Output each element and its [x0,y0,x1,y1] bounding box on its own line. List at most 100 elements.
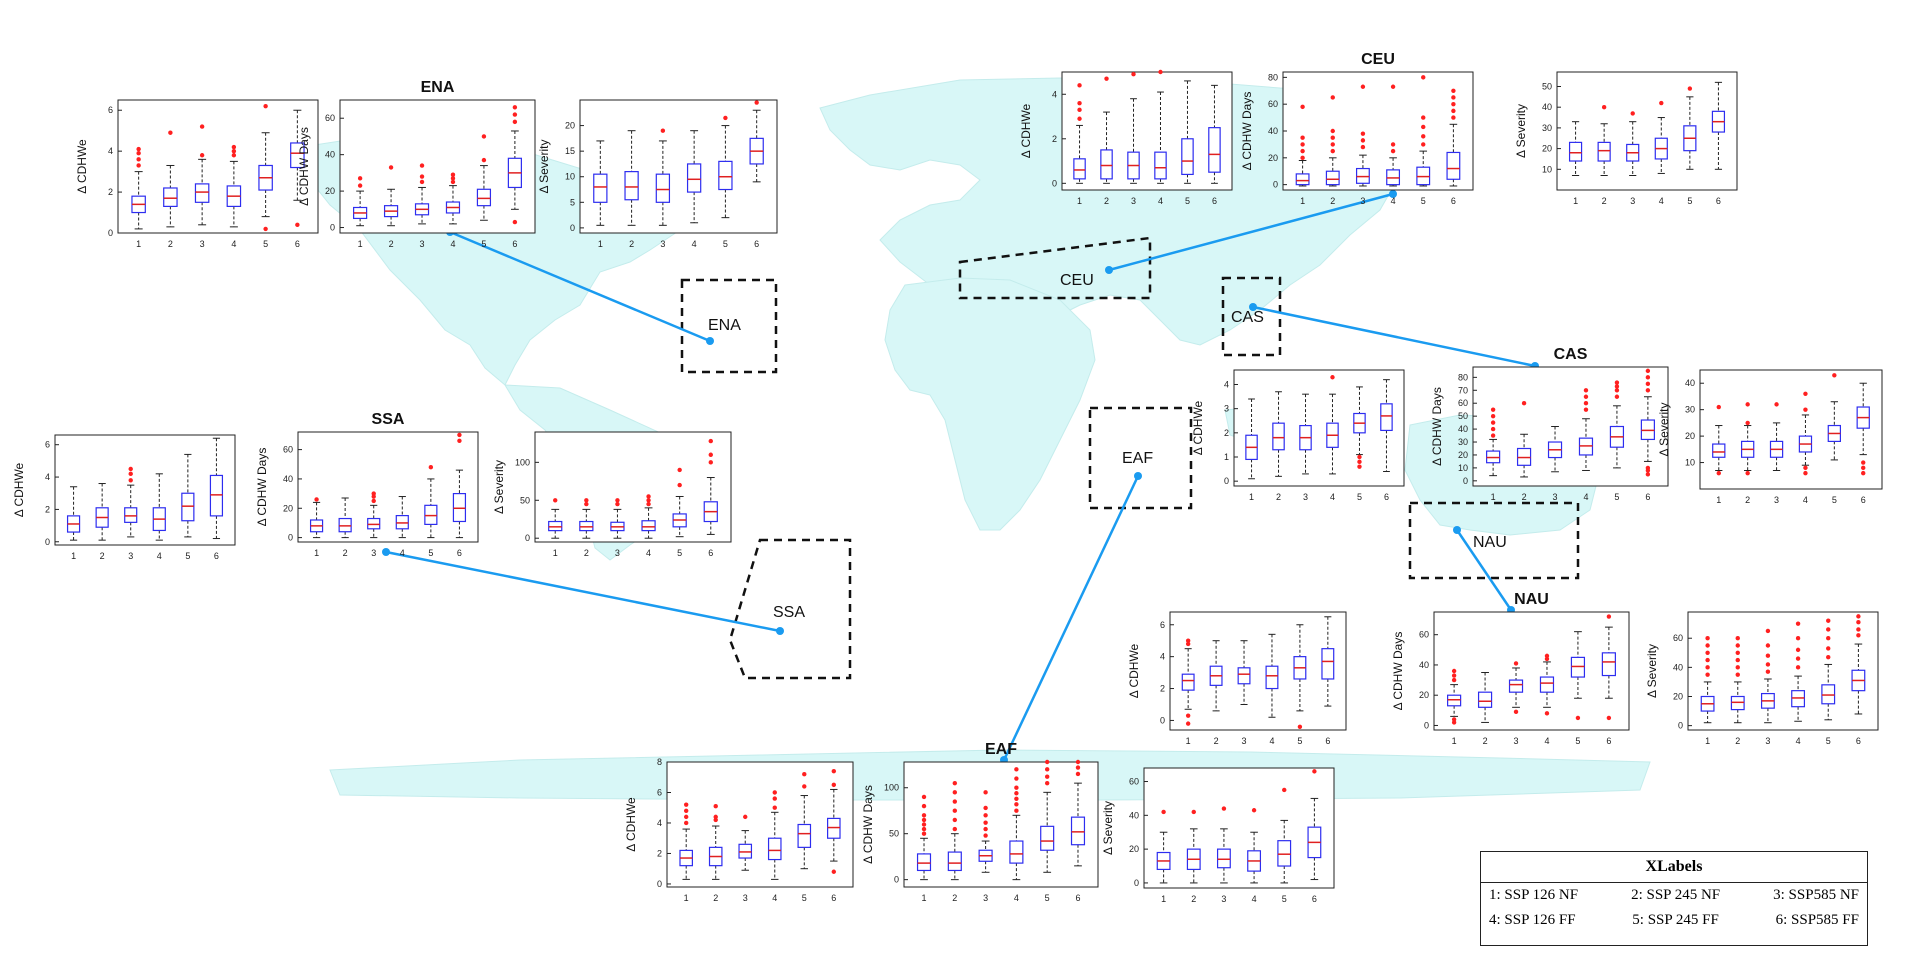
y-tick-label: 0 [1678,721,1683,731]
x-tick-label: 5 [1832,495,1837,505]
outlier-point [1300,142,1305,147]
iqr-box [797,823,812,848]
x-tick-label: 5 [185,551,190,561]
x-tick-label: 1 [1161,894,1166,904]
y-tick-label: 0 [570,223,575,233]
outlier-point [683,808,689,813]
x-tick-label: 3 [1303,492,1308,502]
connector-line [449,230,711,343]
box-3 [1769,402,1784,471]
x-tick-label: 1 [1249,492,1254,502]
y-axis-label: Δ CDHWe [1127,643,1141,698]
outlier-point [1521,401,1527,406]
plot-frame [297,431,479,543]
box-2 [1516,401,1532,478]
outlier-point [952,826,958,832]
x-tick-label: 6 [1856,736,1861,746]
y-axis-label: Δ CDHW Days [1430,387,1444,466]
outlier-point [1735,636,1740,641]
y-tick-label: 50 [889,829,899,839]
iqr-box [827,817,841,839]
outlier-point [1716,470,1721,476]
outlier-point [1826,618,1831,623]
box-2 [579,498,594,539]
connector-dot [1249,303,1257,311]
x-tick-label: 2 [1745,495,1750,505]
outlier-point [1390,84,1396,89]
plot-frame [1282,71,1474,191]
x-tick-label: 3 [128,551,133,561]
y-axis-label: Δ CDHW Days [861,785,875,864]
box-6 [1446,88,1461,187]
x-tick-label: 3 [1242,736,1247,746]
iqr-box [1073,158,1086,180]
outlier-point [1645,381,1651,387]
y-axis-label: Δ Severity [1645,644,1659,698]
box-4 [1798,391,1813,476]
outlier-point [1312,769,1317,774]
y-tick-label: 4 [657,818,662,828]
y-tick-label: 20 [1419,690,1429,700]
outlier-point [481,134,487,139]
x-tick-label: 4 [772,893,777,903]
y-tick-label: 20 [565,121,575,131]
iqr-box [1154,151,1167,180]
box-1 [309,497,324,539]
x-tick-label: 5 [1826,736,1831,746]
outlier-point [128,471,133,477]
box-3 [1237,640,1251,705]
outlier-point [1421,75,1426,80]
x-tick-label: 2 [1483,736,1488,746]
outlier-point [1014,808,1019,813]
y-tick-label: 60 [1268,99,1278,109]
box-3 [1127,72,1140,184]
outlier-point [1544,653,1550,659]
legend-item-5: 5: SSP 245 FF [1632,912,1719,928]
xlabels-legend: XLabels 1: SSP 126 NF 2: SSP 245 NF 3: S… [1480,851,1868,946]
iqr-box [209,474,224,517]
x-tick-label: 3 [1360,196,1365,206]
outlier-point [1221,806,1227,811]
box-3 [1547,426,1563,473]
outlier-point [921,794,927,800]
outlier-point [677,482,682,488]
plot-frame [1433,611,1630,731]
iqr-box [548,520,563,532]
x-tick-label: 2 [1191,894,1196,904]
box-4 [1326,375,1339,475]
outlier-point [1856,619,1861,625]
outlier-point [1014,791,1019,796]
outlier-point [128,466,133,472]
outlier-point [983,805,988,811]
y-tick-label: 5 [570,197,575,207]
iqr-box [1446,151,1461,180]
x-tick-label: 4 [1796,736,1801,746]
outlier-point [1360,84,1366,89]
outlier-point [1300,104,1305,110]
region-label: ENA [708,317,741,334]
box-2 [1325,95,1340,187]
outlier-point [683,814,689,820]
outlier-point [1421,134,1426,139]
outlier-point [952,799,958,804]
box-5 [1353,386,1366,469]
outlier-point [136,157,141,162]
y-tick-label: 40 [1685,378,1695,388]
outlier-point [1282,787,1287,793]
x-tick-label: 4 [1583,492,1588,502]
box-4 [1654,100,1668,174]
iqr-box [1380,403,1393,432]
box-6 [1380,379,1393,472]
box-3 [124,466,138,538]
y-tick-label: 0 [108,228,113,238]
box-4 [445,172,461,225]
box-2 [1477,672,1493,723]
outlier-point [772,790,777,795]
y-axis-label: Δ CDHW Days [255,448,269,527]
iqr-box [1597,141,1611,162]
x-tick-label: 4 [450,239,455,249]
y-tick-label: 30 [1542,123,1552,133]
y-tick-label: 4 [1052,89,1057,99]
